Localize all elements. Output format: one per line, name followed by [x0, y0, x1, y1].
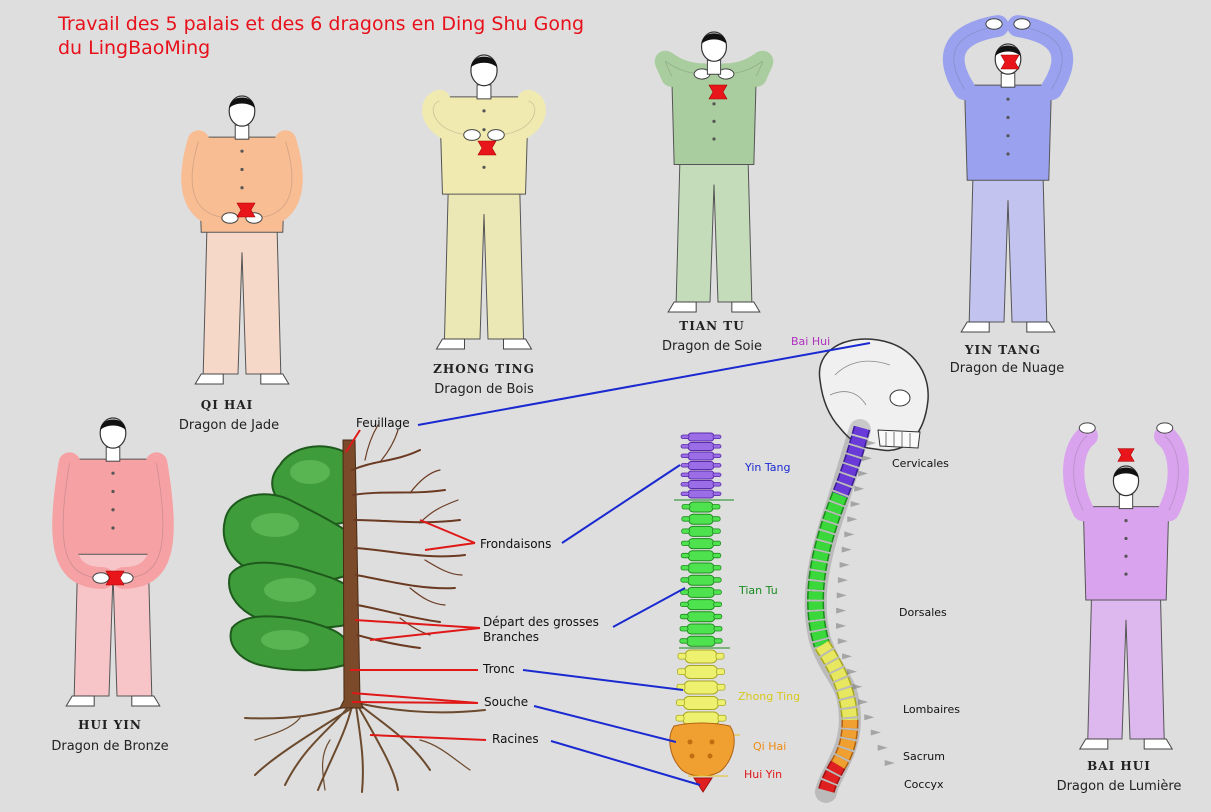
tian-tu-dragon-name: Dragon de Soie — [661, 339, 763, 354]
vertebra — [679, 635, 723, 647]
page-title-line2: du LingBaoMing — [58, 37, 211, 59]
figure-yin-tang — [942, 15, 1074, 333]
label-dorsales: Dorsales — [899, 606, 947, 619]
tree-trunk — [339, 439, 364, 709]
label-souche: Souche — [484, 695, 529, 709]
label-depart-line2: Branches — [483, 630, 539, 644]
spine-side-view — [804, 419, 895, 803]
vertebra — [676, 696, 726, 710]
vertebra — [681, 525, 721, 537]
label-qi-hai: Qi Hai — [753, 740, 787, 753]
figures-layer — [52, 15, 1189, 750]
vertebra — [680, 442, 722, 451]
tian-tu-point-name: TIAN TU — [679, 319, 745, 333]
label-feuillage: Feuillage — [356, 416, 410, 430]
vertebra — [680, 599, 722, 611]
dorsal-side — [807, 491, 848, 648]
vertebra — [680, 586, 722, 598]
label-cervicales: Cervicales — [892, 457, 949, 470]
zhong-ting-point-name: ZHONG TING — [433, 362, 535, 376]
tree-foliage — [222, 445, 352, 672]
lumbar-side — [814, 640, 859, 721]
label-lombaires: Lombaires — [903, 703, 960, 716]
bai-hui-point-name: BAI HUI — [1087, 759, 1151, 773]
label-hui-yin: Hui Yin — [744, 768, 783, 781]
figure-tian-tu — [654, 31, 774, 313]
page-title-line1: Travail des 5 palais et des 6 dragons en… — [58, 13, 585, 35]
palace-marker — [105, 570, 125, 586]
palace-marker — [477, 140, 497, 156]
vertebra — [680, 432, 722, 442]
coccyx-side — [817, 760, 846, 795]
vertebra — [681, 513, 721, 525]
skull — [818, 338, 929, 452]
tree-red-connectors — [345, 429, 487, 741]
palace-marker — [236, 202, 256, 218]
label-sacrum: Sacrum — [903, 750, 945, 763]
qi-hai-dragon-name: Dragon de Jade — [178, 418, 280, 433]
tree-roots — [244, 703, 486, 793]
yin-tang-dragon-name: Dragon de Nuage — [949, 361, 1065, 376]
label-tian-tu: Tian Tu — [739, 584, 778, 597]
vertebra — [680, 451, 722, 461]
palace-marker — [1000, 54, 1020, 70]
label-coccyx: Coccyx — [904, 778, 944, 791]
zhong-ting-dragon-name: Dragon de Bois — [434, 382, 534, 397]
spine-front-view — [669, 432, 740, 793]
sacrum-front — [669, 722, 735, 777]
vertebra — [679, 623, 723, 635]
label-racines: Racines — [492, 732, 539, 746]
vertebra — [680, 480, 722, 489]
hui-yin-dragon-name: Dragon de Bronze — [51, 739, 169, 754]
tree-illustration — [222, 424, 486, 793]
vertebra — [677, 665, 725, 679]
vertebra — [681, 538, 721, 550]
tree-branches — [351, 424, 466, 649]
figure-bai-hui — [1063, 422, 1189, 750]
vertebra — [680, 562, 722, 574]
figure-zhong-ting — [422, 54, 546, 350]
label-depart-line1: Départ des grosses — [483, 615, 599, 629]
label-zhong-ting: Zhong Ting — [738, 690, 801, 703]
bai-hui-dragon-name: Dragon de Lumière — [1056, 779, 1182, 794]
label-tronc: Tronc — [483, 662, 515, 676]
vertebra — [680, 461, 722, 470]
vertebra — [681, 501, 721, 513]
vertebra — [680, 550, 722, 562]
cervical-side — [832, 425, 871, 499]
label-bai-hui: Bai Hui — [791, 335, 831, 348]
yin-tang-point-name: YIN TANG — [964, 343, 1042, 357]
vertebra — [677, 649, 725, 664]
blue-connectors — [417, 342, 871, 786]
vertebra — [676, 680, 726, 695]
figure-hui-yin — [52, 417, 174, 707]
figure-qi-hai — [181, 95, 303, 385]
vertebra — [680, 574, 722, 586]
vertebra — [680, 470, 722, 480]
vertebra — [680, 489, 722, 499]
sacrum-side — [830, 719, 859, 770]
vertebra — [679, 611, 723, 623]
qi-hai-point-name: QI HAI — [200, 398, 254, 412]
label-frondaisons: Frondaisons — [480, 537, 552, 551]
palace-marker — [708, 84, 728, 100]
hui-yin-point-name: HUI YIN — [78, 718, 142, 732]
palace-marker — [1117, 448, 1135, 462]
label-yin-tang: Yin Tang — [745, 461, 791, 474]
